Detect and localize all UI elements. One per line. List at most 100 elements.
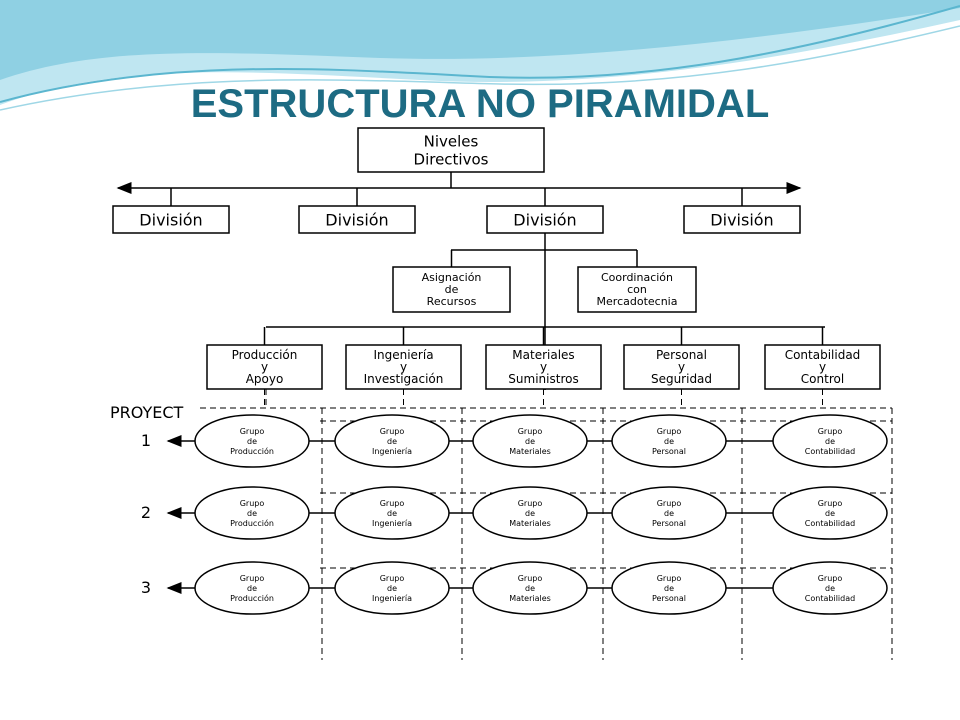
- group-label: Grupo: [518, 574, 543, 583]
- group-ellipse: [194, 486, 310, 540]
- group-ellipse: [611, 486, 727, 540]
- group-label: Producción: [230, 593, 274, 603]
- division-label: División: [513, 211, 576, 230]
- group-label: de: [247, 584, 257, 593]
- group-ellipse: [772, 561, 888, 615]
- group-ellipse: [472, 561, 588, 615]
- top-node-box: [357, 127, 545, 173]
- group-label: Personal: [652, 519, 686, 528]
- group-label: Grupo: [240, 574, 265, 583]
- staff-box: [392, 266, 511, 313]
- department-label: y: [400, 360, 407, 374]
- group-label: Grupo: [657, 499, 682, 508]
- group-label: Contabilidad: [805, 447, 855, 456]
- group-label: de: [825, 509, 835, 518]
- department-label: Investigación: [364, 372, 444, 386]
- department-label: Personal: [656, 348, 707, 362]
- department-label: Producción: [232, 348, 298, 362]
- group-label: Personal: [652, 447, 686, 456]
- department-box: [485, 344, 602, 390]
- top-node-label: Directivos: [414, 150, 489, 168]
- department-label: Control: [801, 372, 844, 386]
- group-label: Grupo: [380, 574, 405, 583]
- group-ellipse: [334, 414, 450, 468]
- division-label: División: [710, 211, 773, 230]
- department-box: [764, 344, 881, 390]
- page-title: ESTRUCTURA NO PIRAMIDAL: [190, 82, 770, 126]
- group-label: Grupo: [518, 499, 543, 508]
- group-ellipse: [472, 414, 588, 468]
- group-ellipse: [772, 486, 888, 540]
- group-label: de: [664, 509, 674, 518]
- group-label: Materiales: [509, 519, 551, 528]
- top-node-label: Niveles: [424, 132, 479, 150]
- group-label: de: [525, 584, 535, 593]
- group-label: Materiales: [509, 447, 551, 456]
- department-label: y: [540, 360, 547, 374]
- department-label: y: [261, 360, 268, 374]
- group-label: de: [387, 437, 397, 446]
- staff-label: con: [627, 283, 647, 296]
- group-ellipse: [194, 561, 310, 615]
- group-ellipse: [611, 561, 727, 615]
- staff-box: [577, 266, 697, 313]
- staff-label: Coordinación: [601, 271, 673, 284]
- group-label: de: [664, 584, 674, 593]
- department-box: [206, 344, 323, 390]
- department-label: Apoyo: [246, 372, 284, 386]
- department-label: Contabilidad: [785, 348, 861, 362]
- group-label: Grupo: [240, 499, 265, 508]
- group-label: Producción: [230, 446, 274, 456]
- group-label: Ingeniería: [372, 594, 412, 603]
- group-label: Producción: [230, 518, 274, 528]
- staff-label: Recursos: [427, 295, 477, 308]
- group-label: Grupo: [818, 427, 843, 436]
- project-label: PROYECT: [110, 403, 184, 422]
- group-ellipse: [772, 414, 888, 468]
- division-box: [683, 205, 801, 234]
- project-number: 3: [141, 578, 151, 597]
- division-label: División: [325, 211, 388, 230]
- group-label: Personal: [652, 594, 686, 603]
- group-label: Grupo: [518, 427, 543, 436]
- group-label: de: [247, 509, 257, 518]
- department-label: Suministros: [508, 372, 578, 386]
- group-label: Ingeniería: [372, 447, 412, 456]
- division-label: División: [139, 211, 202, 230]
- department-box: [345, 344, 462, 390]
- group-ellipse: [334, 561, 450, 615]
- project-number: 1: [141, 431, 151, 450]
- staff-label: Mercadotecnia: [597, 295, 678, 308]
- project-number: 2: [141, 503, 151, 522]
- group-ellipse: [611, 414, 727, 468]
- header-wave-decoration: [0, 0, 960, 111]
- group-ellipse: [472, 486, 588, 540]
- group-label: Grupo: [380, 499, 405, 508]
- group-label: de: [664, 437, 674, 446]
- division-box: [486, 205, 604, 234]
- staff-label: de: [445, 283, 459, 296]
- group-label: Materiales: [509, 594, 551, 603]
- department-label: y: [819, 360, 826, 374]
- group-label: de: [825, 437, 835, 446]
- department-label: y: [678, 360, 685, 374]
- group-ellipse: [334, 486, 450, 540]
- staff-label: Asignación: [422, 271, 482, 284]
- group-label: de: [247, 437, 257, 446]
- group-label: de: [387, 584, 397, 593]
- group-label: Ingeniería: [372, 519, 412, 528]
- group-label: Grupo: [818, 499, 843, 508]
- group-label: Contabilidad: [805, 594, 855, 603]
- group-label: Grupo: [657, 427, 682, 436]
- group-label: de: [525, 509, 535, 518]
- department-label: Ingeniería: [373, 348, 433, 362]
- group-label: Grupo: [380, 427, 405, 436]
- division-box: [112, 205, 230, 234]
- department-label: Seguridad: [651, 372, 712, 386]
- group-label: de: [525, 437, 535, 446]
- group-label: Grupo: [818, 574, 843, 583]
- department-label: Materiales: [512, 348, 574, 362]
- group-label: Grupo: [657, 574, 682, 583]
- group-ellipse: [194, 414, 310, 468]
